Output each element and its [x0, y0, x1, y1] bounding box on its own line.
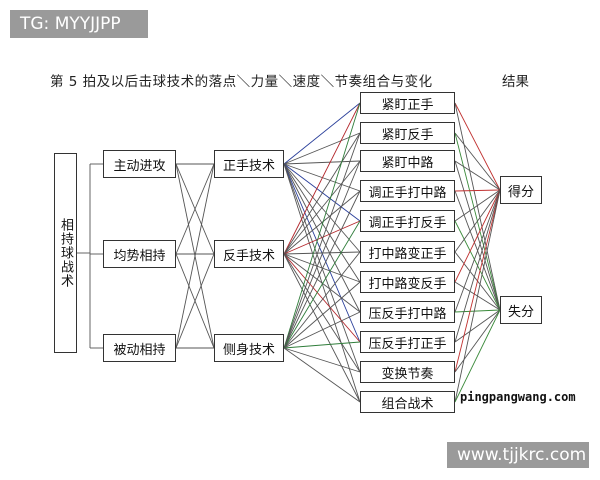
tactic-node: 组合战术 [360, 391, 455, 413]
technique-to-tactic-line [283, 132, 361, 349]
technique-to-tactic-line [283, 341, 361, 349]
tactic-node: 压反手打中路 [360, 301, 455, 323]
technique-to-tactic-line [283, 253, 361, 343]
tactic-node: 调正手打中路 [360, 180, 455, 202]
tactic-to-result-line [454, 189, 501, 222]
site-label: pingpangwang.com [460, 390, 576, 404]
tactic-to-result-line [454, 102, 501, 191]
situation-label: 主动进攻 [113, 158, 166, 174]
technique-to-tactic-line [283, 132, 361, 255]
tactic-label: 紧盯正手 [381, 97, 434, 113]
tactic-to-result-line [454, 189, 501, 253]
tactic-label: 调正手打中路 [368, 185, 447, 201]
situation-label: 均势相持 [113, 248, 166, 264]
tactic-to-result-line [454, 132, 501, 191]
tactic-label: 变换节奏 [381, 366, 434, 382]
tactic-to-result-line [454, 189, 501, 403]
tactic-node: 变换节奏 [360, 361, 455, 383]
technique-to-tactic-line [283, 102, 361, 349]
technique-label: 正手技术 [222, 158, 275, 174]
tactic-to-result-line [454, 309, 501, 343]
technique-to-tactic-line [283, 163, 361, 222]
tactic-to-result-line [454, 309, 501, 373]
result-node-lose: 失分 [500, 296, 542, 324]
technique-to-tactic-line [283, 160, 361, 349]
technique-to-tactic-line [283, 311, 361, 349]
situation-node-passive: 被动相持 [103, 334, 176, 362]
situation-node-balanced: 均势相持 [103, 240, 176, 268]
tactic-label: 紧盯反手 [381, 127, 434, 143]
tactic-node: 打中路变反手 [360, 271, 455, 293]
tactic-label: 组合战术 [381, 396, 434, 412]
tactic-to-result-line [454, 189, 501, 192]
result-node-score: 得分 [500, 176, 542, 204]
tactic-label: 紧盯中路 [381, 155, 434, 171]
technique-to-tactic-line [283, 253, 361, 403]
watermark-top: TG: MYYJJPP [10, 10, 148, 38]
situation-to-technique-line [175, 163, 215, 349]
tactic-node: 紧盯反手 [360, 122, 455, 144]
tactic-label: 压反手打正手 [368, 336, 447, 352]
tactic-node: 调正手打反手 [360, 210, 455, 232]
watermark-bottom: www.tjjkrc.com [447, 442, 589, 468]
situation-to-technique-line [175, 163, 215, 255]
technique-to-tactic-line [283, 160, 361, 255]
technique-to-tactic-line [283, 281, 361, 349]
technique-to-tactic-line [283, 251, 361, 349]
tactic-to-result-line [454, 309, 501, 313]
tactic-node: 紧盯正手 [360, 92, 455, 114]
technique-to-tactic-line [283, 190, 361, 255]
tactic-to-result-line [454, 189, 501, 313]
tactic-node: 打中路变正手 [360, 241, 455, 263]
technique-to-tactic-line [283, 347, 361, 373]
root-node-label: 相持球战术 [58, 218, 73, 288]
technique-to-tactic-line [283, 220, 361, 349]
technique-to-tactic-line [283, 160, 361, 165]
technique-to-tactic-line [283, 190, 361, 349]
technique-node-backhand: 反手技术 [214, 240, 284, 268]
technique-to-tactic-line [283, 253, 361, 313]
technique-to-tactic-line [283, 132, 361, 165]
technique-node-forehand: 正手技术 [214, 150, 284, 178]
tactic-to-result-line [454, 160, 501, 191]
technique-to-tactic-line [283, 251, 361, 255]
technique-to-tactic-line [283, 102, 361, 165]
diagram-title: 第 5 拍及以后击球技术的落点＼力量＼速度＼节奏组合与变化 [50, 74, 433, 90]
situation-node-active-attack: 主动进攻 [103, 150, 176, 178]
technique-to-tactic-line [283, 102, 361, 255]
tactic-node: 紧盯中路 [360, 150, 455, 172]
result-label: 失分 [507, 304, 534, 320]
technique-to-tactic-line [283, 253, 361, 283]
technique-to-tactic-line [283, 163, 361, 313]
root-node: 相持球战术 [54, 153, 77, 353]
tactic-node: 压反手打正手 [360, 331, 455, 353]
tactic-to-result-line [454, 309, 501, 403]
technique-to-tactic-line [283, 253, 361, 373]
technique-label: 侧身技术 [222, 342, 275, 358]
tactic-to-result-line [454, 102, 501, 311]
technique-to-tactic-line [283, 220, 361, 255]
tactic-label: 打中路变反手 [368, 276, 447, 292]
tactic-to-result-line [454, 189, 501, 343]
situation-to-technique-line [175, 253, 215, 349]
technique-node-sideways: 侧身技术 [214, 334, 284, 362]
tactic-label: 打中路变正手 [368, 246, 447, 262]
technique-label: 反手技术 [222, 248, 275, 264]
result-label: 得分 [507, 184, 534, 200]
technique-to-tactic-line [283, 347, 361, 403]
situation-label: 被动相持 [113, 342, 166, 358]
tactic-label: 调正手打反手 [368, 215, 447, 231]
tactic-label: 压反手打中路 [368, 306, 447, 322]
tactic-to-result-line [454, 189, 501, 283]
tactic-to-result-line [454, 189, 501, 373]
result-column-title: 结果 [502, 74, 529, 90]
